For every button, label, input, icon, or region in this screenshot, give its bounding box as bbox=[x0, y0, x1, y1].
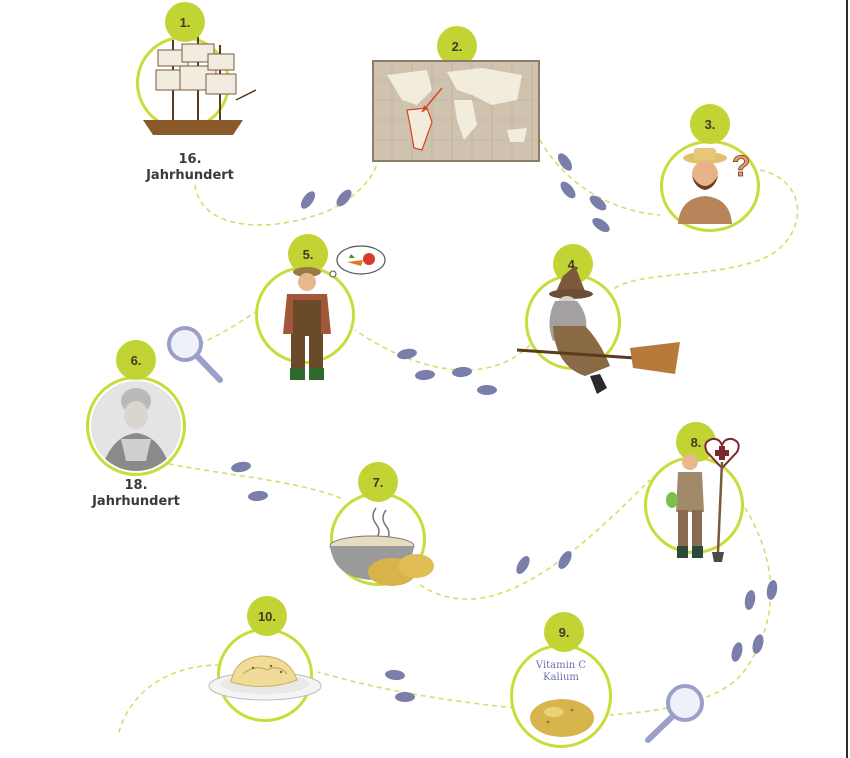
mashed-potatoes-icon bbox=[208, 655, 322, 701]
station-2[interactable]: 2. bbox=[370, 26, 545, 166]
thought-bubble-vegetables-icon bbox=[329, 245, 386, 278]
magnifier-icon bbox=[167, 326, 223, 383]
station-number-badge: 6. bbox=[116, 340, 156, 380]
station-10[interactable]: 10. bbox=[205, 596, 325, 726]
station-number-badge: 3. bbox=[690, 104, 730, 144]
nutrient-labels: Vitamin C Kalium bbox=[535, 660, 587, 683]
station-number-badge: 9. bbox=[544, 612, 584, 652]
dashed-path bbox=[117, 139, 799, 736]
station-5[interactable]: 5. bbox=[253, 234, 393, 384]
station-number-badge: 4. bbox=[553, 244, 593, 284]
svg-text:?: ? bbox=[732, 150, 750, 183]
nurse-farmer-icon bbox=[666, 454, 724, 562]
station-7[interactable]: 7. bbox=[320, 462, 440, 592]
page-edge-divider bbox=[846, 0, 848, 758]
station-caption: 18. Jahrhundert bbox=[92, 478, 180, 509]
station-8[interactable]: 8. bbox=[640, 422, 765, 572]
station-number-badge: 7. bbox=[358, 462, 398, 502]
station-caption: 16. Jahrhundert bbox=[146, 152, 234, 183]
station-number-badge: 2. bbox=[437, 26, 477, 66]
station-1[interactable]: 1. 16. Jahrhundert bbox=[130, 0, 260, 190]
station-number-badge: 1. bbox=[165, 2, 205, 42]
sailing-ship-icon bbox=[143, 35, 257, 135]
magnifier-icon bbox=[645, 684, 704, 743]
station-6[interactable]: 6. 18. Jahrhundert bbox=[80, 340, 200, 510]
potato-icon bbox=[530, 699, 594, 737]
witch-on-broom-icon bbox=[516, 266, 680, 394]
potato-soup-icon bbox=[329, 507, 434, 586]
confused-man-icon: ? bbox=[678, 148, 751, 224]
farmer-icon bbox=[283, 267, 331, 380]
world-map-icon bbox=[372, 60, 540, 162]
health-heart-icon bbox=[704, 437, 740, 470]
station-4[interactable]: 4. bbox=[515, 244, 685, 399]
station-3[interactable]: 3. ? bbox=[660, 104, 770, 234]
empress-portrait-icon bbox=[91, 381, 181, 471]
footprints bbox=[231, 153, 778, 702]
station-number-badge: 10. bbox=[247, 596, 287, 636]
station-9[interactable]: 9. Vitamin C Kalium bbox=[508, 612, 618, 752]
